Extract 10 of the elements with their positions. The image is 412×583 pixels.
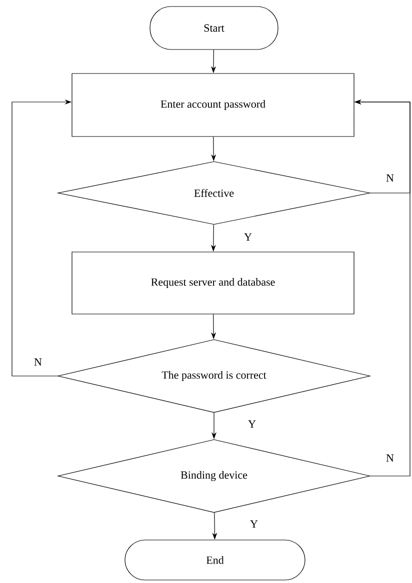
terminal-box: End	[124, 540, 306, 580]
edge-label: N	[385, 173, 395, 183]
edge-label: Y	[249, 519, 259, 529]
process-box: Enter account password	[72, 73, 354, 137]
edge-label: Y	[243, 232, 253, 242]
process-box: Request server and database	[72, 252, 354, 314]
terminal-box: Start	[150, 6, 278, 50]
edge-label: Y	[247, 419, 257, 429]
edge-label: N	[385, 453, 395, 463]
edge-label: N	[33, 357, 43, 367]
